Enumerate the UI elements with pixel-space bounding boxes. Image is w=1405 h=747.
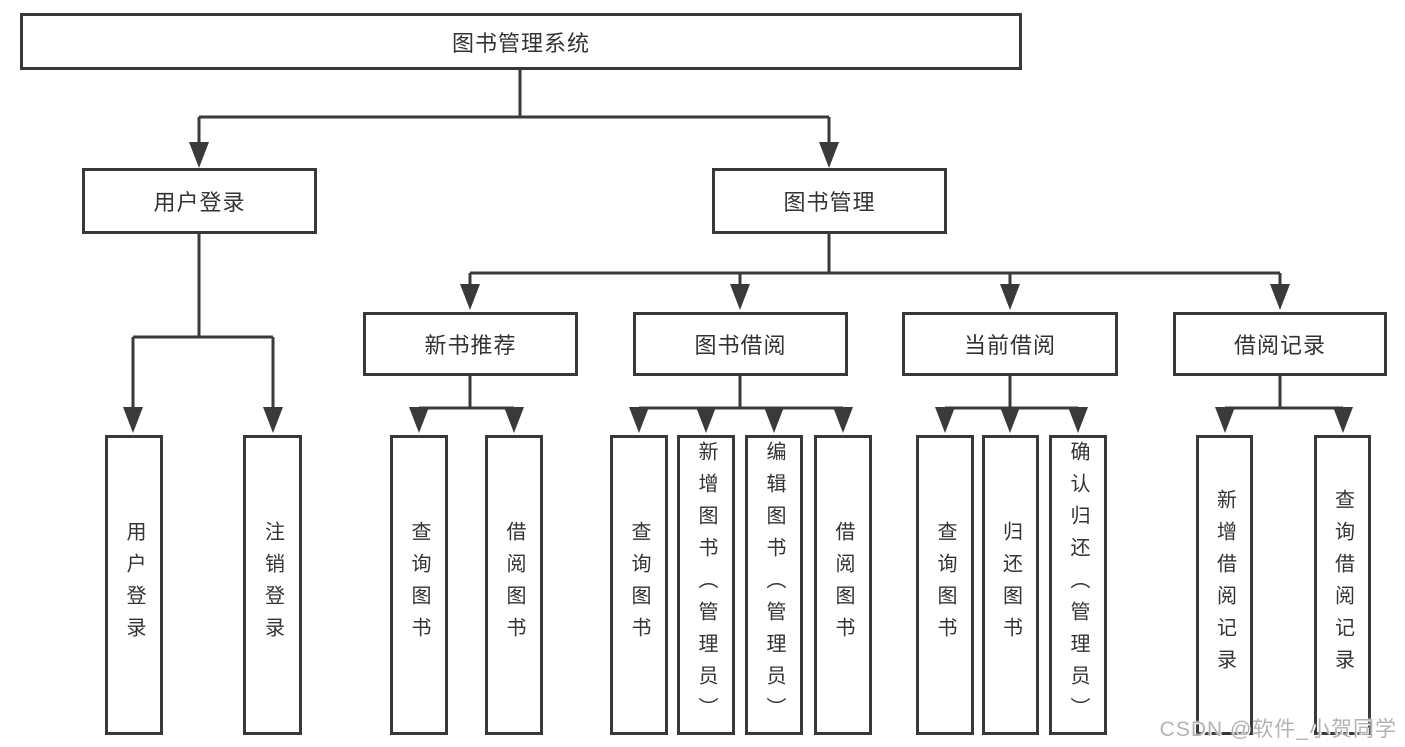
leaf-logout: 注销登录 xyxy=(243,435,302,735)
leaf-user-login: 用户登录 xyxy=(105,435,163,735)
node-borrow-record: 借阅记录 xyxy=(1173,312,1387,376)
leaf-return-book-label: 归还图书 xyxy=(999,521,1022,649)
node-root-system: 图书管理系统 xyxy=(20,13,1022,70)
leaf-recommend-query-book-label: 查询图书 xyxy=(408,521,430,649)
leaf-edit-book-admin: 编辑图书（管理员） xyxy=(745,435,803,735)
leaf-edit-book-admin-label: 编辑图书（管理员） xyxy=(763,441,785,729)
leaf-return-book: 归还图书 xyxy=(982,435,1039,735)
leaf-recommend-borrow-book-label: 借阅图书 xyxy=(503,521,525,649)
node-book-borrow-label: 图书借阅 xyxy=(694,333,787,358)
leaf-query-borrow-record: 查询借阅记录 xyxy=(1314,435,1371,735)
leaf-confirm-return-admin: 确认归还（管理员） xyxy=(1049,435,1107,735)
node-borrow-record-label: 借阅记录 xyxy=(1233,333,1326,358)
leaf-user-login-label: 用户登录 xyxy=(123,521,145,649)
node-current-borrow-label: 当前借阅 xyxy=(963,333,1056,358)
leaf-add-book-admin-label: 新增图书（管理员） xyxy=(695,441,717,729)
node-root-system-label: 图书管理系统 xyxy=(451,30,590,56)
leaf-logout-label: 注销登录 xyxy=(261,521,284,649)
leaf-borrow-query-book-label: 查询图书 xyxy=(628,521,650,649)
leaf-query-borrow-record-label: 查询借阅记录 xyxy=(1331,489,1354,681)
node-user-login-label: 用户登录 xyxy=(153,190,246,215)
leaf-borrow-book-label: 借阅图书 xyxy=(832,521,854,649)
node-new-book-recommend-label: 新书推荐 xyxy=(424,333,517,358)
leaf-borrow-query-book: 查询图书 xyxy=(610,435,668,735)
leaf-borrow-book: 借阅图书 xyxy=(814,435,872,735)
leaf-add-borrow-record-label: 新增借阅记录 xyxy=(1213,489,1236,681)
arrowheads xyxy=(123,142,1353,433)
leaf-current-query-book: 查询图书 xyxy=(916,435,974,735)
node-current-borrow: 当前借阅 xyxy=(902,312,1118,376)
leaf-confirm-return-admin-label: 确认归还（管理员） xyxy=(1067,441,1089,729)
leaf-current-query-book-label: 查询图书 xyxy=(934,521,956,649)
leaf-recommend-borrow-book: 借阅图书 xyxy=(485,435,543,735)
leaf-recommend-query-book: 查询图书 xyxy=(390,435,448,735)
node-book-borrow: 图书借阅 xyxy=(633,312,848,376)
csdn-watermark: CSDN @软件_小贺同学 xyxy=(1159,718,1397,741)
node-book-management: 图书管理 xyxy=(712,168,947,234)
leaf-add-book-admin: 新增图书（管理员） xyxy=(677,435,735,735)
leaf-add-borrow-record: 新增借阅记录 xyxy=(1196,435,1253,735)
node-user-login: 用户登录 xyxy=(82,168,317,234)
node-new-book-recommend: 新书推荐 xyxy=(363,312,578,376)
node-book-management-label: 图书管理 xyxy=(783,190,876,215)
